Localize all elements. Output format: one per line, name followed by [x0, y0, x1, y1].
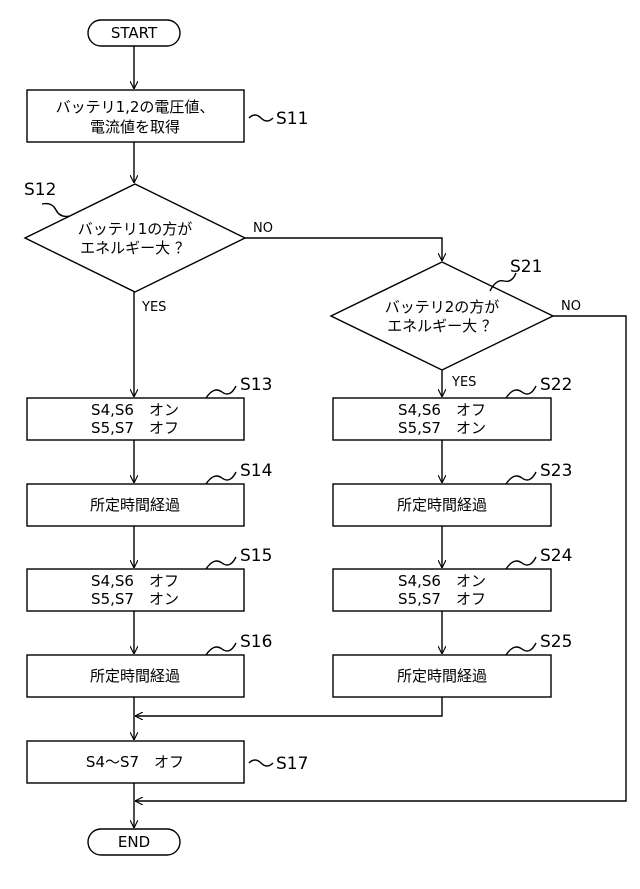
s11-box [26, 89, 245, 143]
s15-label: S15 [240, 546, 272, 566]
s13-text-line1: S4,S6 オン [91, 401, 179, 419]
s12-diamond [23, 183, 247, 293]
s12-no-label: NO [253, 221, 273, 236]
s21-text-line1: バッテリ2の方が [385, 298, 500, 316]
end-text: END [118, 833, 150, 851]
s21-yes-label: YES [451, 375, 476, 390]
arrow-s21-no-merge [135, 315, 627, 801]
s15-box [26, 568, 245, 612]
s23-leader [505, 471, 537, 485]
s22-text-line2: S5,S7 オン [398, 419, 486, 437]
s11-label: S11 [276, 109, 308, 129]
s25-leader [505, 642, 537, 656]
s21-diamond [329, 261, 555, 371]
s23-label: S23 [540, 461, 572, 481]
s16-leader [205, 642, 237, 656]
arrow-s12-no-s21 [245, 237, 442, 261]
s17-box [26, 740, 245, 784]
s12-label: S12 [24, 180, 56, 200]
s14-text: 所定時間経過 [90, 496, 180, 514]
s15-text-line1: S4,S6 オフ [91, 572, 179, 590]
s21-leader [489, 272, 517, 292]
s24-label: S24 [540, 546, 572, 566]
end-terminal [87, 828, 181, 856]
s25-text: 所定時間経過 [397, 667, 487, 685]
s13-text-line2: S5,S7 オフ [91, 419, 179, 437]
arrow-s25-merge [135, 697, 443, 716]
s17-text: S4〜S7 オフ [86, 753, 184, 771]
s21-no-label: NO [561, 299, 581, 314]
s14-box [26, 483, 245, 527]
s22-label: S22 [540, 375, 572, 395]
s13-label: S13 [240, 375, 272, 395]
s22-text-line1: S4,S6 オフ [398, 401, 486, 419]
s14-label: S14 [240, 461, 272, 481]
s16-text: 所定時間経過 [90, 667, 180, 685]
s25-label: S25 [540, 632, 572, 652]
s12-text-line2: エネルギー大 ？ [80, 239, 190, 257]
s11-text-line2: 電流値を取得 [90, 118, 180, 136]
s15-text-line2: S5,S7 オン [91, 590, 179, 608]
s12-yes-label: YES [141, 300, 166, 315]
s11-leader [248, 114, 274, 122]
s15-leader [205, 556, 237, 570]
s21-text-line2: エネルギー大 ？ [387, 317, 497, 335]
start-text: START [111, 24, 158, 42]
s16-box [26, 654, 245, 698]
s24-text-line2: S5,S7 オフ [398, 590, 486, 608]
s13-leader [205, 385, 237, 399]
s12-text-line1: バッテリ1の方が [78, 220, 193, 238]
s21-label: S21 [510, 257, 542, 277]
s14-leader [205, 471, 237, 485]
s22-leader [505, 385, 537, 399]
s17-leader [248, 759, 274, 767]
s12-leader [41, 202, 71, 218]
s17-label: S17 [276, 754, 308, 774]
s11-text-line1: バッテリ1,2の電圧値、 [56, 98, 215, 116]
s24-text-line1: S4,S6 オン [398, 572, 486, 590]
s24-leader [505, 556, 537, 570]
s23-text: 所定時間経過 [397, 496, 487, 514]
s13-box [26, 397, 245, 441]
s16-label: S16 [240, 632, 272, 652]
